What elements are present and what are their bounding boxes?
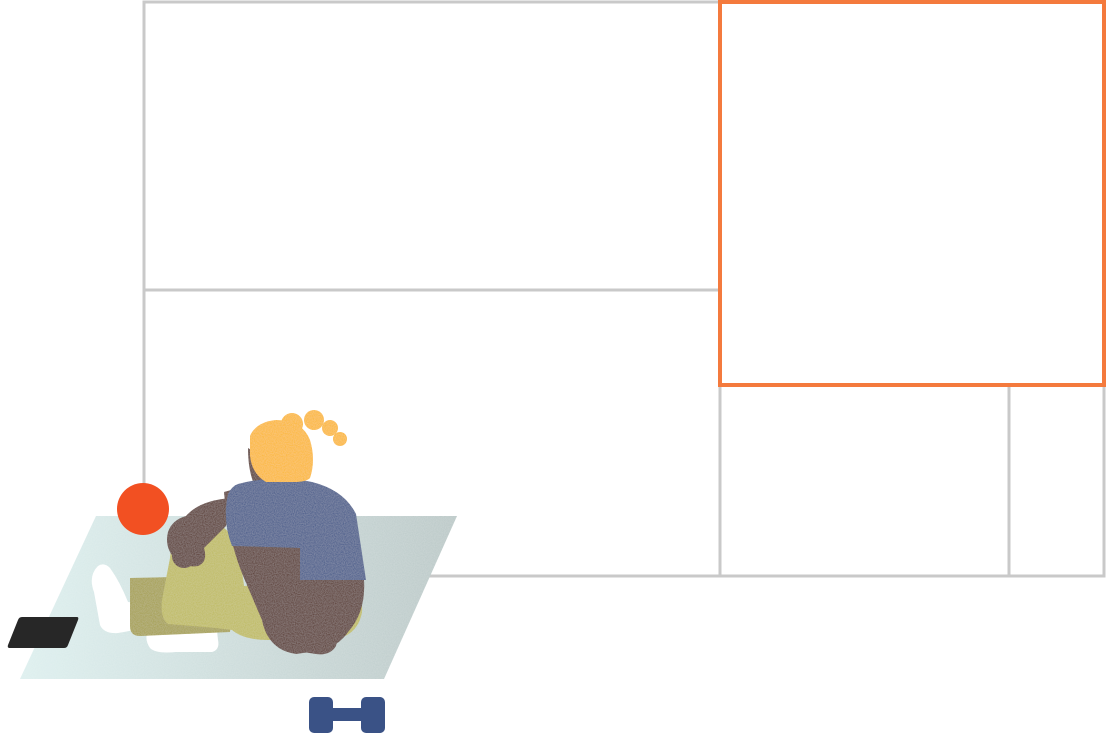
grid-cell-bottom-middle xyxy=(718,383,1011,578)
hair-bun-2 xyxy=(304,410,324,430)
dumbbell-icon xyxy=(309,697,385,733)
hair xyxy=(250,420,313,482)
grid-cell-top-left xyxy=(142,0,722,292)
hair-bun-4 xyxy=(333,432,347,446)
hair-bun-1 xyxy=(281,413,303,435)
person-sitting-icon xyxy=(91,410,366,655)
ball-icon xyxy=(117,483,169,535)
hair-bun-3 xyxy=(322,420,338,436)
grid-cell-bottom-right xyxy=(1007,383,1106,578)
grid-cell-highlighted xyxy=(718,0,1106,387)
layout-grid xyxy=(142,0,1106,578)
shirt xyxy=(225,478,366,580)
foot xyxy=(284,619,338,655)
tablet-icon xyxy=(7,617,79,648)
